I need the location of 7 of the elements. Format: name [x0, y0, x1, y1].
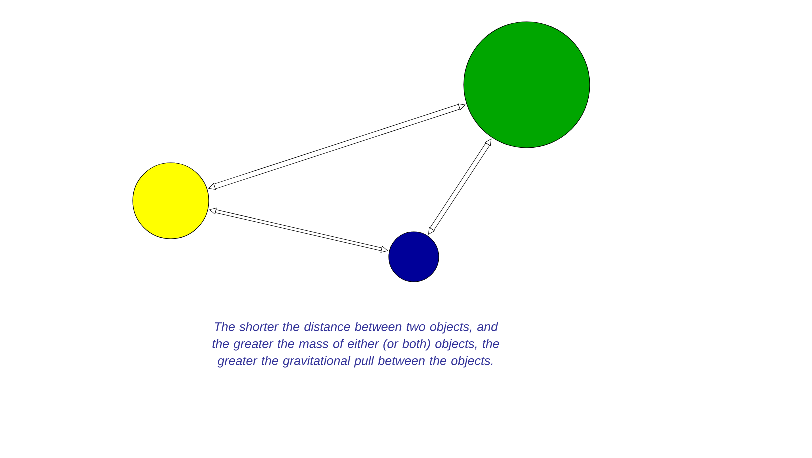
double-arrow	[208, 104, 466, 190]
double-arrow	[428, 138, 492, 235]
circle	[388, 232, 440, 282]
circle	[464, 22, 590, 148]
circle	[132, 162, 210, 240]
double-arrow	[210, 208, 388, 253]
caption: The shorter the distance between two objects, and the greater the mass of either (or both) objects, the greater the gravitational pull between the objects.	[212, 322, 500, 368]
